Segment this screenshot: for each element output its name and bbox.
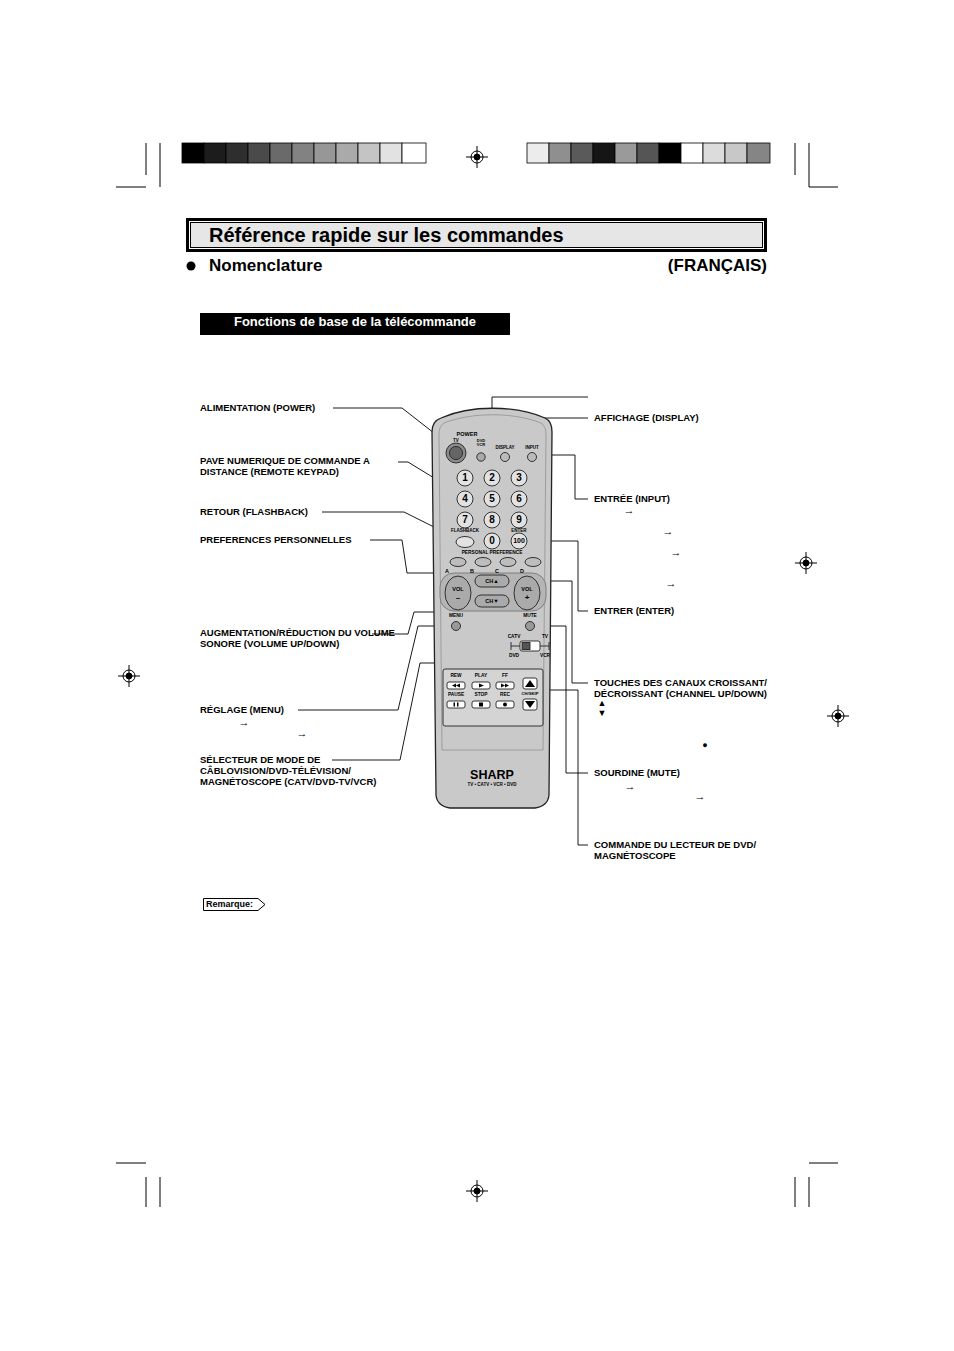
button-label: PERSONAL PREFERENCE — [462, 550, 523, 556]
button-label: 100 — [513, 537, 525, 545]
button-label: C — [495, 568, 499, 574]
callout-label: → — [625, 780, 636, 793]
button-label: 7 — [462, 514, 468, 526]
button-label: ENTER — [511, 528, 526, 533]
callout-label: AUGMENTATION/RÉDUCTION DU VOLUME SONORE … — [200, 628, 395, 650]
button-label: VOL — [521, 586, 532, 592]
remote-body: SHARPTV • CATV • VCR • DVD — [425, 400, 560, 815]
callout-label: ENTRÉE (INPUT) — [594, 494, 670, 505]
button-label: MUTE — [523, 613, 537, 619]
callout-label: → — [695, 790, 706, 803]
button-label: B — [470, 568, 474, 574]
note-tag: Remarque: — [203, 898, 263, 910]
button-label: VCR — [540, 653, 550, 659]
button-label: MENU — [449, 613, 463, 619]
button-label: CATV — [508, 634, 521, 640]
button-label: FLASHBACK — [451, 528, 479, 533]
section-title: (FRANÇAIS) — [668, 256, 767, 276]
callout-label: → — [624, 504, 635, 517]
callout-label: → — [666, 577, 677, 590]
button-label: PLAY — [475, 673, 487, 679]
button-label: FF — [502, 673, 508, 679]
node-heading: Remarque: — [206, 899, 253, 909]
callout-label: TOUCHES DES CANAUX CROISSANT/ DÉCROISSAN… — [594, 678, 789, 700]
callout-label: COMMANDE DU LECTEUR DE DVD/ MAGNÉTOSCOPE — [594, 840, 789, 862]
button-label: DVD VCR — [475, 439, 487, 447]
callout-label: ● — [702, 740, 707, 750]
color-bar — [182, 143, 426, 163]
button-label: POWER — [457, 431, 478, 437]
callout-label: → — [239, 716, 250, 729]
callout-label: ▼ — [598, 708, 607, 718]
button-label: 4 — [462, 493, 468, 505]
callout-label: PAVE NUMERIQUE DE COMMANDE A DISTANCE (R… — [200, 456, 395, 478]
button-label: + — [525, 593, 530, 602]
button-label: 1 — [462, 472, 468, 484]
callout-label: RÉGLAGE (MENU) — [200, 705, 284, 716]
button-label: 5 — [489, 493, 495, 505]
button-label: 8 — [489, 514, 495, 526]
button-label: DVD — [509, 653, 519, 659]
button-label: TV — [542, 634, 548, 640]
section-title: Nomenclature — [209, 256, 322, 276]
button-label: 2 — [489, 472, 495, 484]
registration-mark — [118, 146, 849, 1202]
callout-label: SOURDINE (MUTE) — [594, 768, 680, 779]
button-label: CH▼ — [485, 598, 498, 604]
callout-label: AFFICHAGE (DISPLAY) — [594, 413, 699, 424]
bullet — [187, 262, 196, 271]
title-band: Référence rapide sur les commandes — [186, 218, 767, 252]
button-label: TV — [453, 438, 459, 443]
button-label: 3 — [516, 472, 522, 484]
remote-illustration — [425, 400, 560, 815]
button-label: 9 — [516, 514, 522, 526]
button-label: – — [456, 593, 460, 602]
crop-mark — [116, 143, 838, 1207]
callout-label: RETOUR (FLASHBACK) — [200, 507, 308, 518]
color-bar — [527, 143, 770, 163]
node-subtext: TV • CATV • VCR • DVD — [468, 782, 517, 787]
node-heading: Fonctions de base de la télécommande — [204, 315, 506, 330]
button-label: 0 — [489, 535, 495, 547]
button-label: STOP — [475, 692, 488, 698]
button-label: REW — [450, 673, 461, 679]
button-label: 6 — [516, 493, 522, 505]
section-heading: Fonctions de base de la télécommande — [200, 313, 510, 335]
callout-label: PREFERENCES PERSONNELLES — [200, 535, 352, 546]
button-label: PAUSE — [448, 692, 464, 698]
callout-label: → — [663, 525, 674, 538]
callout-label: SÉLECTEUR DE MODE DE CÂBLOVISION/DVD-TÉL… — [200, 755, 400, 788]
tag-shape — [204, 899, 266, 911]
button-label: DISPLAY — [495, 445, 514, 450]
node-heading: Référence rapide sur les commandes — [209, 224, 764, 247]
button-label: D — [520, 568, 524, 574]
button-label: CH▲ — [485, 578, 498, 584]
callout-label: ENTRER (ENTER) — [594, 606, 674, 617]
button-label: INPUT — [525, 445, 539, 450]
callout-label: ALIMENTATION (POWER) — [200, 403, 315, 414]
node-heading: SHARP — [470, 768, 514, 782]
button-label: CH/SKIP — [522, 692, 539, 697]
button-label: A — [445, 568, 449, 574]
button-label: REC — [500, 692, 510, 698]
callout-label: → — [671, 546, 682, 559]
callout-label: → — [297, 727, 308, 740]
callout-label: ▲ — [598, 698, 607, 708]
button-label: VOL — [452, 586, 463, 592]
